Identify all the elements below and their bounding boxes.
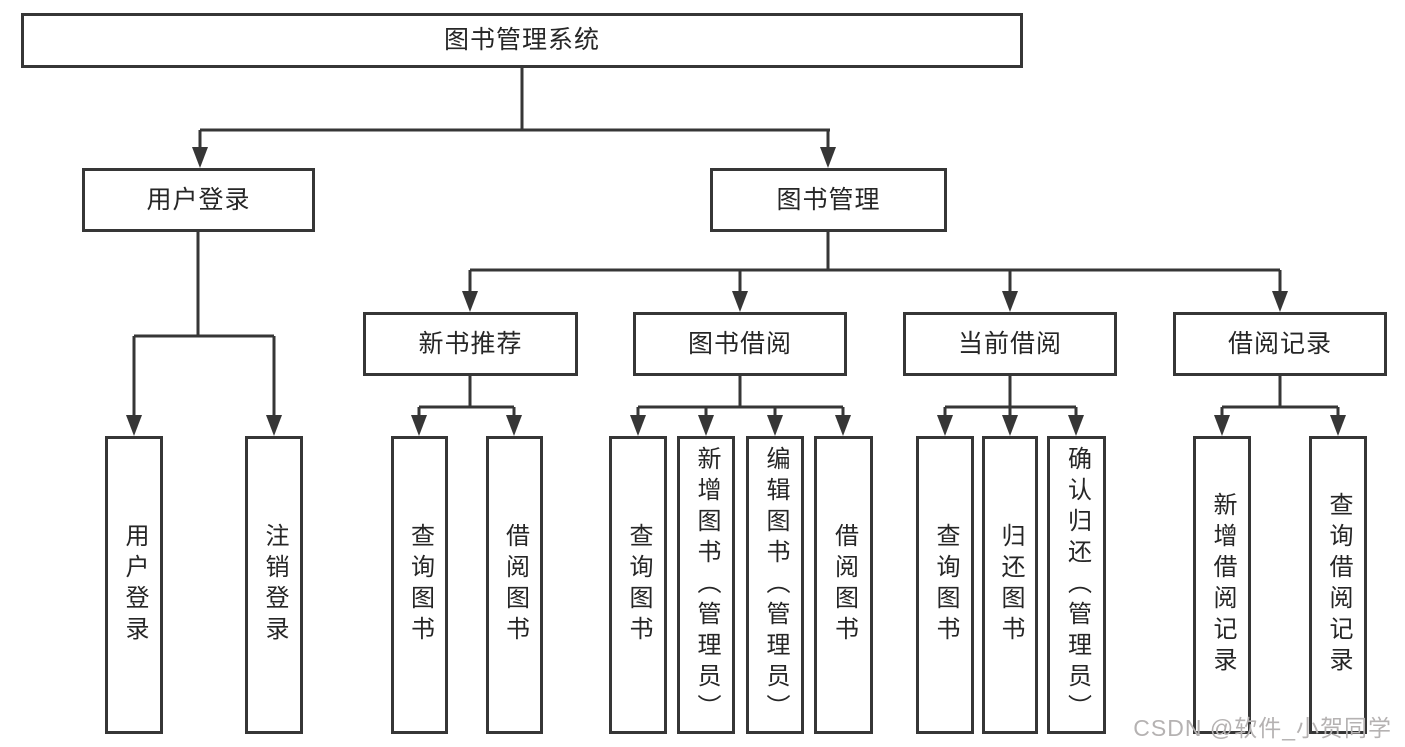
node-cb-return-book: 归还图书 (982, 436, 1038, 734)
node-br-add-record: 新增借阅记录 (1193, 436, 1251, 734)
arrowhead-down-icon (192, 147, 208, 168)
node-book-management: 图书管理 (710, 168, 947, 232)
arrowhead-down-icon (1272, 291, 1288, 312)
node-borrow-records: 借阅记录 (1173, 312, 1387, 376)
arrowhead-down-icon (732, 291, 748, 312)
arrowhead-down-icon (411, 415, 427, 436)
node-rec-borrow-book: 借阅图书 (486, 436, 543, 734)
node-new-book-rec: 新书推荐 (363, 312, 578, 376)
node-bb-borrow-book: 借阅图书 (814, 436, 873, 734)
node-bb-edit-book: 编辑图书（管理员） (746, 436, 804, 734)
node-root: 图书管理系统 (21, 13, 1023, 68)
arrowhead-down-icon (937, 415, 953, 436)
arrowhead-down-icon (1068, 415, 1084, 436)
node-logout-leaf: 注销登录 (245, 436, 303, 734)
arrowhead-down-icon (767, 415, 783, 436)
node-bb-query-book: 查询图书 (609, 436, 667, 734)
arrowhead-down-icon (1214, 415, 1230, 436)
arrowhead-down-icon (630, 415, 646, 436)
node-user-login-leaf: 用户登录 (105, 436, 163, 734)
node-user-login: 用户登录 (82, 168, 315, 232)
arrowhead-down-icon (1002, 291, 1018, 312)
csdn-watermark: CSDN @软件_小贺同学 (1133, 715, 1392, 741)
node-cb-confirm-return: 确认归还（管理员） (1047, 436, 1106, 734)
arrowhead-down-icon (126, 415, 142, 436)
arrowhead-down-icon (698, 415, 714, 436)
arrowhead-down-icon (820, 147, 836, 168)
node-br-query-record: 查询借阅记录 (1309, 436, 1367, 734)
node-rec-query-book: 查询图书 (391, 436, 448, 734)
arrowhead-down-icon (1330, 415, 1346, 436)
arrowhead-down-icon (1002, 415, 1018, 436)
arrowhead-down-icon (835, 415, 851, 436)
arrowhead-down-icon (266, 415, 282, 436)
node-book-borrow: 图书借阅 (633, 312, 847, 376)
node-bb-add-book: 新增图书（管理员） (677, 436, 735, 734)
arrowhead-down-icon (506, 415, 522, 436)
node-cb-query-book: 查询图书 (916, 436, 974, 734)
arrowhead-down-icon (462, 291, 478, 312)
node-current-borrow: 当前借阅 (903, 312, 1117, 376)
